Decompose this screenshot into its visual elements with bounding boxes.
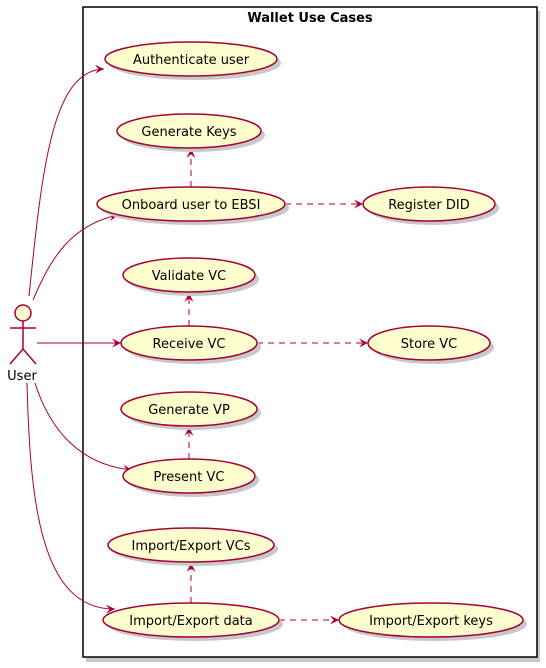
- use-case-label: Store VC: [401, 337, 457, 352]
- use-case-label: Import/Export data: [129, 614, 253, 629]
- connectors: [26, 64, 368, 625]
- use-case-ellipse: [107, 527, 275, 563]
- use-case-label: Onboard user to EBSI: [122, 198, 261, 213]
- use-case-ellipse: [104, 41, 278, 77]
- use-case-label: Receive VC: [153, 337, 226, 352]
- use-case-iedata: Import/Export data: [102, 602, 283, 641]
- actor-user: [9, 304, 37, 365]
- association-user-present: [34, 382, 133, 474]
- use-case-validate: Validate VC: [122, 257, 259, 296]
- use-case-store: Store VC: [367, 325, 494, 364]
- use-case-label: Validate VC: [152, 269, 227, 284]
- use-case-label: Register DID: [388, 198, 470, 213]
- use-case-label: Present VC: [154, 470, 225, 485]
- use-case-genkeys: Generate Keys: [116, 113, 265, 152]
- use-case-onboard: Onboard user to EBSI: [96, 186, 289, 225]
- use-case-ellipse: [362, 186, 496, 222]
- use-case-label: Import/Export keys: [369, 614, 493, 629]
- use-case-ellipse: [120, 391, 258, 427]
- use-case-label: Generate Keys: [141, 125, 236, 140]
- use-case-genvp: Generate VP: [120, 391, 261, 430]
- use-case-label: Generate VP: [148, 403, 230, 418]
- use-case-label: Import/Export VCs: [132, 539, 251, 554]
- use-case-ellipse: [102, 602, 280, 638]
- actor-right-leg: [22, 348, 37, 365]
- actor-head-icon: [14, 304, 32, 322]
- use-case-iekeys: Import/Export keys: [338, 602, 527, 641]
- actor-left-leg: [9, 348, 24, 365]
- use-case-ellipse: [122, 257, 256, 293]
- use-case-ellipse: [120, 325, 258, 361]
- use-case-ellipse: [367, 325, 491, 361]
- use-case-present: Present VC: [122, 458, 259, 497]
- use-case-ellipse: [338, 602, 524, 638]
- use-case-ellipse: [122, 458, 256, 494]
- association-user-auth: [28, 64, 105, 297]
- use-case-ellipse: [116, 113, 262, 149]
- association-user-iedata: [26, 382, 116, 614]
- use-case-regdid: Register DID: [362, 186, 499, 225]
- system-title: Wallet Use Cases: [247, 11, 373, 26]
- use-case-ellipse: [96, 186, 286, 222]
- use-case-ievcs: Import/Export VCs: [107, 527, 278, 566]
- use-case-auth: Authenticate user: [104, 41, 281, 80]
- use-case-label: Authenticate user: [133, 53, 250, 68]
- use-case-receive: Receive VC: [120, 325, 261, 364]
- association-user-onboard: [32, 212, 119, 301]
- actor-label: User: [7, 369, 37, 384]
